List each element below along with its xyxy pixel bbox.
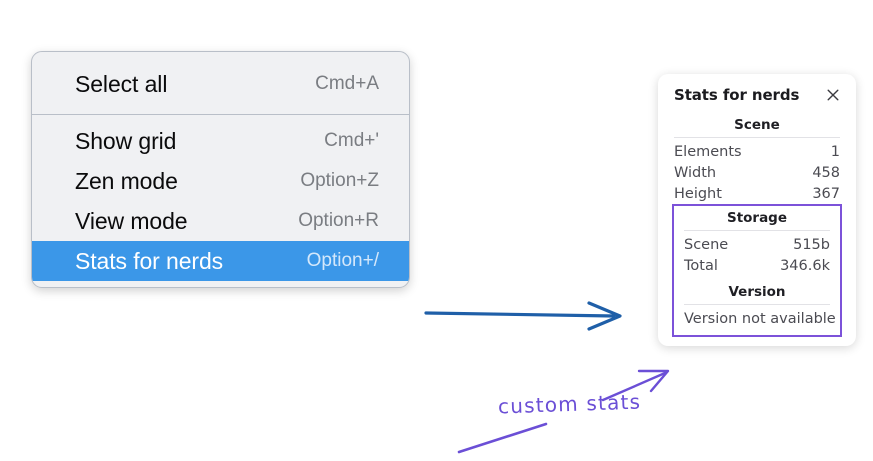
menu-section-1: Select all Cmd+A xyxy=(32,52,409,114)
stat-row: Width 458 xyxy=(672,162,842,183)
stat-value: 515b xyxy=(793,236,830,253)
menu-item-show-grid[interactable]: Show grid Cmd+' xyxy=(32,121,409,161)
menu-divider xyxy=(32,114,409,115)
stat-row: Total 346.6k xyxy=(682,255,832,276)
close-icon[interactable] xyxy=(824,86,842,104)
panel-title: Stats for nerds xyxy=(674,86,800,104)
context-menu[interactable]: Select all Cmd+A Show grid Cmd+' Zen mod… xyxy=(31,51,410,288)
stat-value: 346.6k xyxy=(780,257,830,274)
custom-stats-highlight-box: Storage Scene 515b Total 346.6k Version … xyxy=(672,204,842,337)
panel-body: Scene Elements 1 Width 458 Height 367 St… xyxy=(658,115,856,337)
section-divider xyxy=(684,230,830,231)
menu-item-shortcut: Cmd+' xyxy=(324,130,379,151)
menu-item-zen-mode[interactable]: Zen mode Option+Z xyxy=(32,161,409,201)
stat-key: Total xyxy=(684,257,718,274)
menu-item-stats-for-nerds[interactable]: Stats for nerds Option+/ xyxy=(32,241,409,281)
stat-key: Scene xyxy=(684,236,729,253)
section-storage: Storage Scene 515b Total 346.6k xyxy=(682,208,832,276)
section-divider xyxy=(684,304,830,305)
stat-value: 1 xyxy=(830,143,840,160)
menu-item-label: Select all xyxy=(75,70,168,97)
menu-item-shortcut: Option+R xyxy=(298,210,379,231)
menu-item-label: Show grid xyxy=(75,127,177,154)
section-scene: Scene Elements 1 Width 458 Height 367 xyxy=(672,115,842,204)
section-version-heading: Version xyxy=(728,284,786,300)
panel-header: Stats for nerds xyxy=(658,86,856,104)
section-scene-heading: Scene xyxy=(734,117,780,133)
stat-row: Scene 515b xyxy=(682,234,832,255)
purple-underline-stroke xyxy=(457,422,548,454)
menu-section-2: Show grid Cmd+' Zen mode Option+Z View m… xyxy=(32,115,409,287)
stat-key: Width xyxy=(674,164,717,181)
stat-key: Elements xyxy=(674,143,742,160)
blue-arrow xyxy=(424,301,622,331)
menu-item-view-mode[interactable]: View mode Option+R xyxy=(32,201,409,241)
stat-row: Elements 1 xyxy=(672,141,842,162)
menu-item-label: Stats for nerds xyxy=(75,247,224,274)
section-storage-heading: Storage xyxy=(726,210,788,226)
menu-item-label: Zen mode xyxy=(75,167,178,194)
menu-item-shortcut: Option+Z xyxy=(300,170,379,191)
stat-row: Height 367 xyxy=(672,183,842,204)
version-value: Version not available xyxy=(684,310,836,327)
section-version: Version Version not available xyxy=(682,276,836,329)
menu-item-shortcut: Option+/ xyxy=(306,250,379,271)
stat-value: 367 xyxy=(812,185,840,202)
menu-item-shortcut: Cmd+A xyxy=(315,73,379,94)
handwritten-note-custom-stats: custom stats xyxy=(497,389,642,419)
stat-key: Height xyxy=(674,185,722,202)
menu-item-select-all[interactable]: Select all Cmd+A xyxy=(32,64,409,104)
stat-value: 458 xyxy=(812,164,840,181)
section-divider xyxy=(674,137,840,138)
stats-for-nerds-panel: Stats for nerds Scene Elements 1 Width 4… xyxy=(658,74,856,346)
menu-item-label: View mode xyxy=(75,207,188,234)
